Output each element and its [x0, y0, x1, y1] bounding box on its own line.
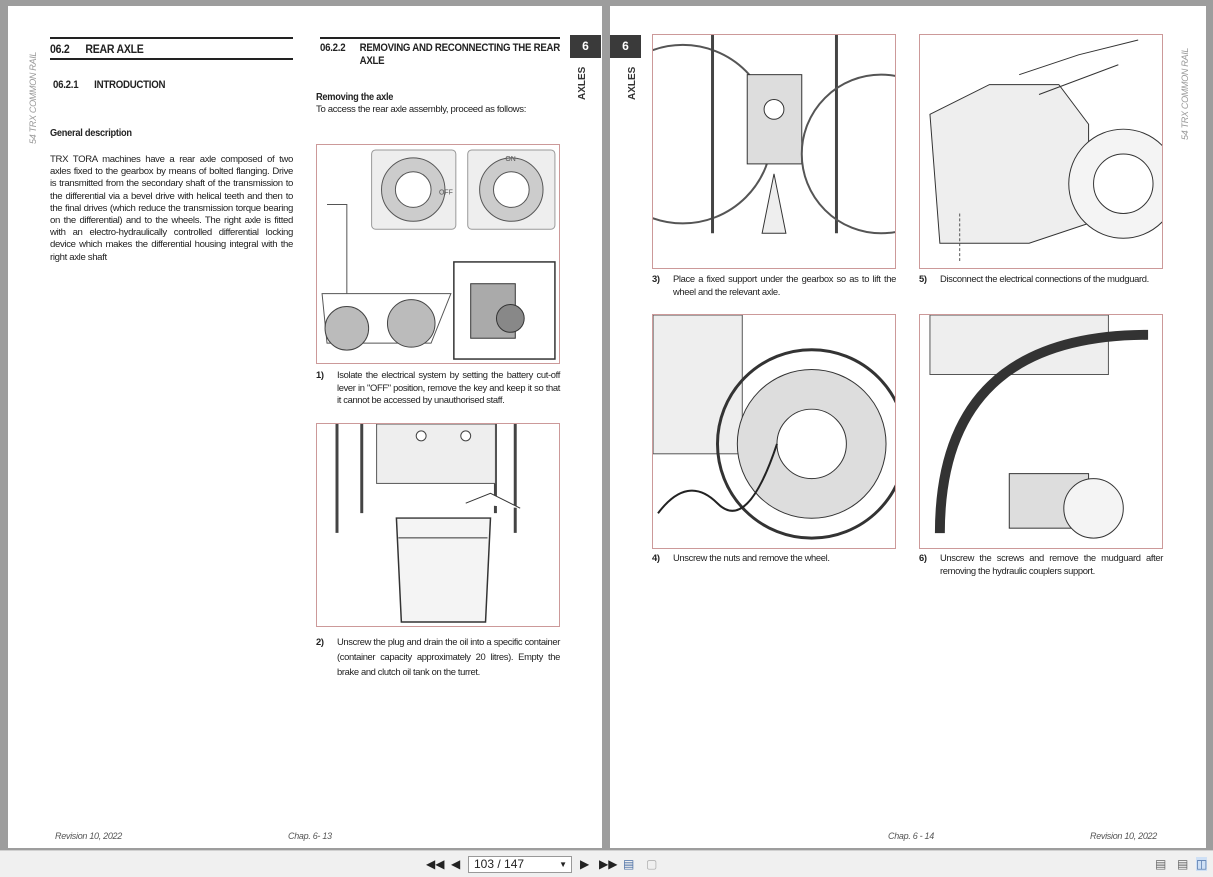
- divider: [50, 58, 293, 60]
- right-page: 6 AXLES 54 TRX COMMON RAIL 3)Place a fix…: [610, 6, 1206, 848]
- single-page-icon[interactable]: ▤: [1155, 857, 1167, 871]
- previous-page-icon[interactable]: ◀: [451, 857, 461, 871]
- side-label: 54 TRX COMMON RAIL: [1180, 47, 1190, 140]
- fit-width-icon[interactable]: ▢: [646, 857, 658, 871]
- viewer-toolbar: ◀◀ ◀ 103 / 147▼ ▶ ▶▶ ▤ ▢ ▤ ▤ ◫: [0, 850, 1213, 877]
- figure-wheel-removal: [652, 314, 896, 549]
- removing-heading: Removing the axle: [316, 91, 394, 103]
- page-number-field[interactable]: 103 / 147▼: [468, 856, 572, 873]
- svg-text:OFF: OFF: [439, 190, 453, 197]
- step-2: 2)Unscrew the plug and drain the oil int…: [316, 636, 560, 677]
- chapter-tab: 6: [570, 35, 601, 58]
- first-page-icon[interactable]: ◀◀: [426, 857, 445, 871]
- footer-revision: Revision 10, 2022: [1090, 831, 1157, 841]
- general-heading: General description: [50, 127, 132, 139]
- figure-oil-drain: [316, 423, 560, 627]
- svg-text:ON: ON: [505, 156, 515, 163]
- divider: [320, 37, 560, 39]
- next-page-icon[interactable]: ▶: [580, 857, 590, 871]
- chapter-label: AXLES: [627, 66, 638, 100]
- fit-page-icon[interactable]: ▤: [623, 857, 635, 871]
- two-page-icon[interactable]: ◫: [1196, 857, 1208, 871]
- footer-chapter: Chap. 6 - 14: [888, 831, 934, 841]
- page-dropdown-icon[interactable]: ▼: [559, 860, 567, 869]
- footer-revision: Revision 10, 2022: [55, 831, 122, 841]
- general-text: TRX TORA machines have a rear axle compo…: [50, 154, 293, 263]
- continuous-page-icon[interactable]: ▤: [1177, 857, 1189, 871]
- footer-chapter: Chap. 6- 13: [288, 831, 332, 841]
- side-label: 54 TRX COMMON RAIL: [28, 51, 38, 144]
- step-3: 3)Place a fixed support under the gearbo…: [652, 273, 896, 297]
- step-4: 4)Unscrew the nuts and remove the wheel.: [652, 552, 830, 563]
- chapter-label: AXLES: [577, 66, 588, 100]
- figure-mudguard-removal: [919, 314, 1163, 549]
- chapter-tab: 6: [610, 35, 641, 58]
- step-1: 1)Isolate the electrical system by setti…: [316, 369, 560, 405]
- last-page-icon[interactable]: ▶▶: [599, 857, 618, 871]
- figure-mudguard-connections: [919, 34, 1163, 269]
- step-5: 5)Disconnect the electrical connections …: [919, 273, 1149, 284]
- divider: [50, 37, 293, 39]
- removing-text: To access the rear axle assembly, procee…: [316, 104, 527, 115]
- figure-battery-cutoff: OFF ON: [316, 144, 560, 364]
- figure-gearbox-support: [652, 34, 896, 269]
- step-6: 6)Unscrew the screws and remove the mudg…: [919, 552, 1163, 576]
